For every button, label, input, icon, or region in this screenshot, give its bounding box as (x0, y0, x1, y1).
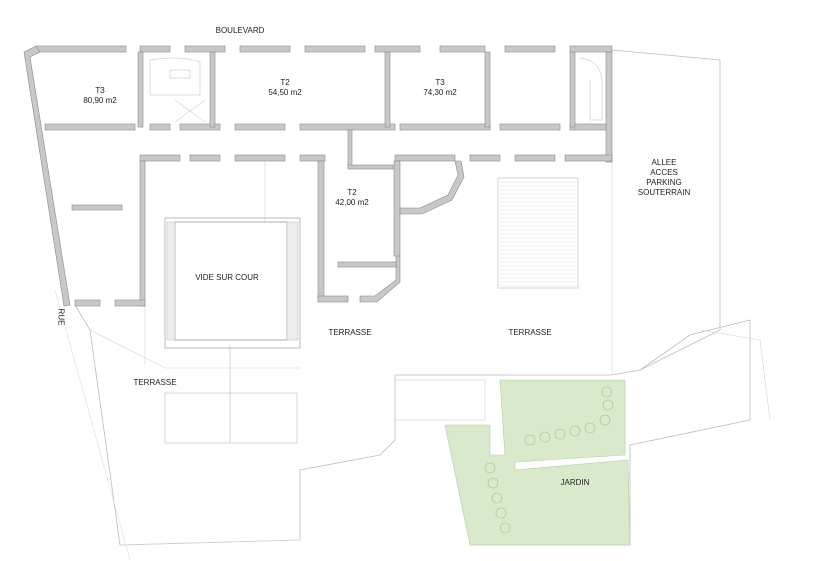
walls (23, 45, 613, 307)
garden-area (444, 379, 631, 546)
terrace-label: TERRASSE (133, 378, 177, 387)
courtyard-void (164, 217, 301, 349)
street-label-rue: RUE (56, 308, 66, 326)
street-edge (54, 289, 131, 561)
terrace-decking (144, 160, 579, 444)
terrace-label: TERRASSE (328, 328, 372, 337)
courtyard-label: VIDE SUR COUR (195, 273, 259, 282)
garden-label: JARDIN (560, 478, 590, 487)
staircase (149, 57, 603, 123)
terrace-label: TERRASSE (508, 328, 552, 337)
street-label-boulevard: BOULEVARD (215, 26, 265, 35)
